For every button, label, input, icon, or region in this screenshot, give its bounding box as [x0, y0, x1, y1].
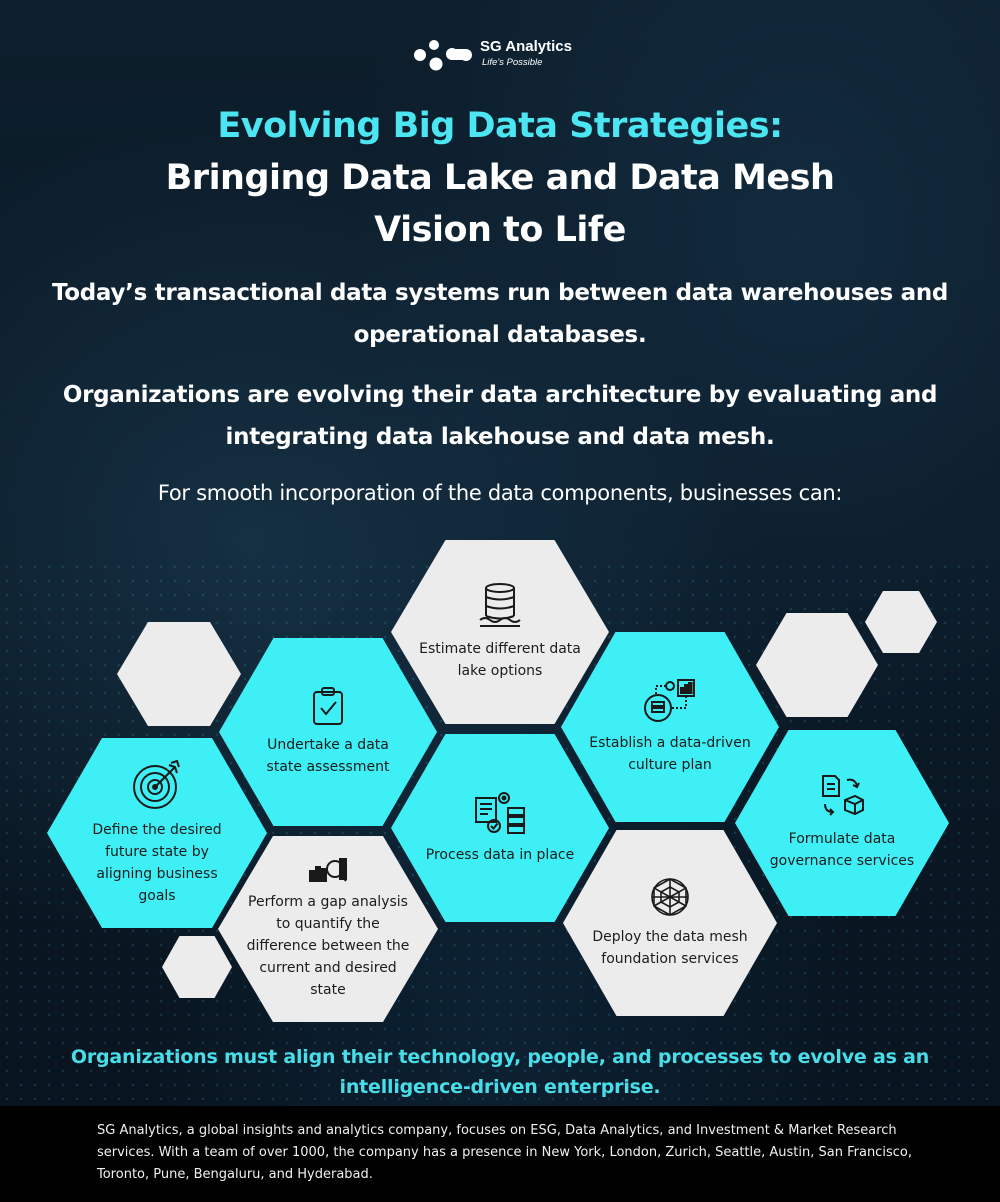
- lead-sentence: For smooth incorporation of the data com…: [157, 481, 843, 505]
- magnifier-chart-icon: [309, 858, 347, 882]
- footer: SG Analytics, a global insights and anal…: [0, 1106, 1000, 1202]
- step-hexagon-data-governance: Formulate data governance services: [735, 730, 949, 916]
- page-title: Evolving Big Data Strategies: Bringing D…: [0, 100, 1000, 256]
- footer-text: SG Analytics, a global insights and anal…: [97, 1123, 912, 1182]
- governance-icon: [822, 775, 864, 816]
- step-hexagon-data-mesh-foundation: Deploy the data mesh foundation services: [563, 830, 777, 1016]
- closing-statement: Organizations must align their technolog…: [70, 1046, 930, 1098]
- step-label: Deploy the data mesh foundation services: [592, 929, 748, 967]
- culture-plan-icon: [644, 679, 695, 722]
- brand-name: SG Analytics: [480, 38, 572, 55]
- database-lake-icon: [479, 583, 521, 627]
- process-data-icon: [475, 792, 525, 834]
- intro-paragraph-2: Organizations are evolving their data ar…: [62, 382, 938, 450]
- step-label: Define the desired future state by align…: [92, 822, 222, 904]
- step-label: Process data in place: [425, 847, 575, 863]
- step-hexagon-define-future-state: Define the desired future state by align…: [47, 738, 267, 928]
- step-label: Formulate data governance services: [769, 831, 915, 869]
- title-line-1: Evolving Big Data Strategies:: [217, 106, 783, 146]
- title-line-3: Vision to Life: [374, 210, 626, 250]
- title-line-2: Bringing Data Lake and Data Mesh: [165, 158, 835, 198]
- step-label: Perform a gap analysis to quantify the d…: [246, 894, 410, 998]
- brand-logo: SG Analytics Life's Possible: [412, 36, 602, 76]
- mesh-globe-icon: [651, 878, 689, 916]
- brand-tagline: Life's Possible: [482, 57, 543, 68]
- sg-analytics-logo-icon: [414, 40, 472, 71]
- target-icon: [133, 759, 180, 809]
- intro-paragraph-1: Today’s transactional data systems run b…: [51, 280, 949, 348]
- step-label: Undertake a data state assessment: [266, 737, 390, 775]
- clipboard-check-icon: [313, 687, 343, 725]
- step-label: Estimate different data lake options: [419, 641, 581, 679]
- step-label: Establish a data-driven culture plan: [589, 735, 751, 773]
